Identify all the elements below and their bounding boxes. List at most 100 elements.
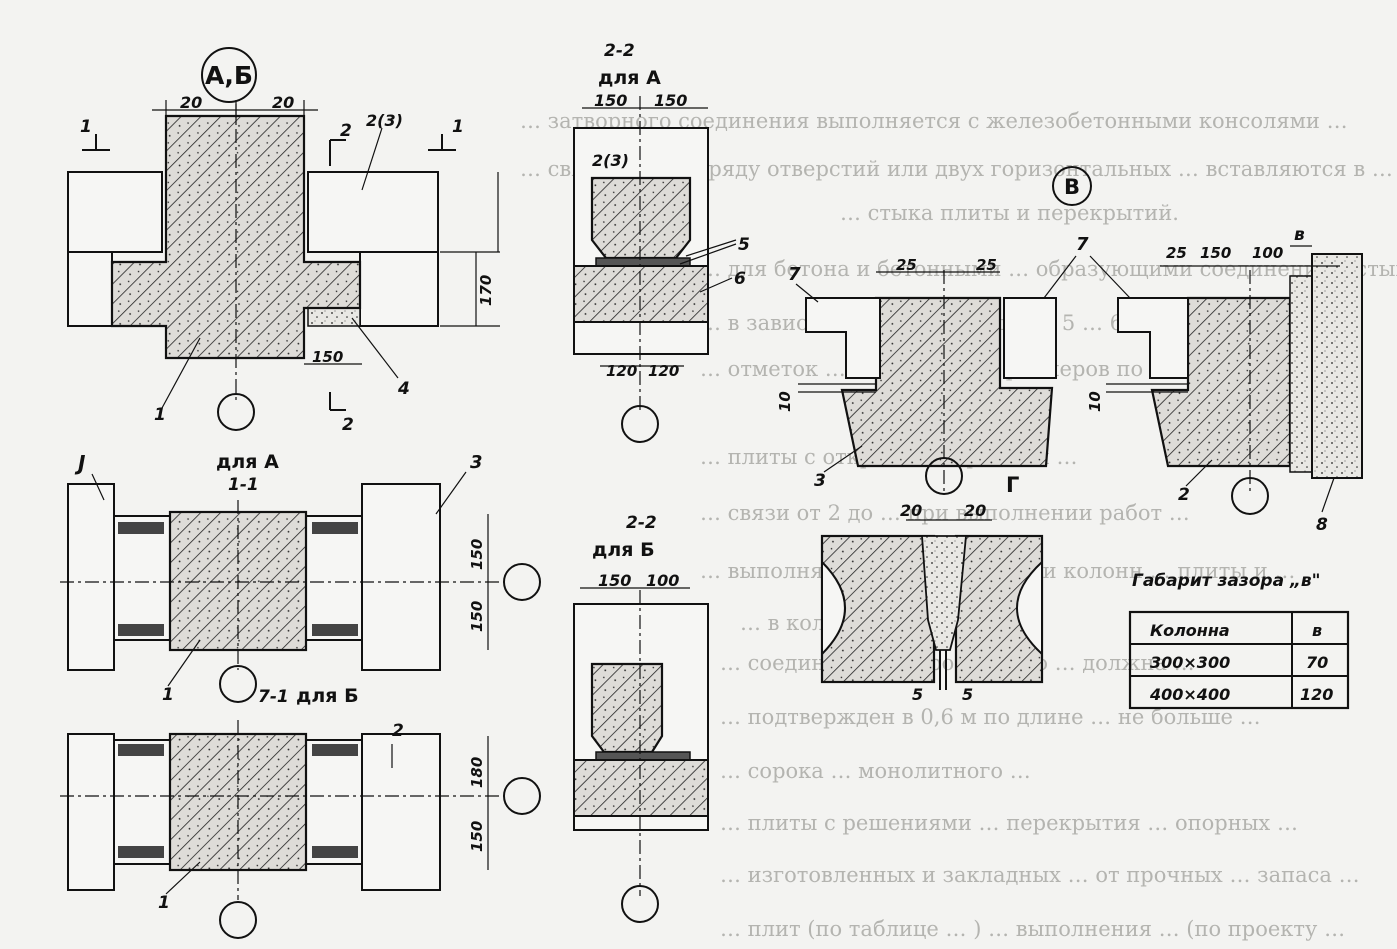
mark-2-3-a: 2(3) [592, 151, 629, 170]
grid-axis-circle-plan-b-right [503, 777, 541, 815]
gap-table-header-v: в [1312, 621, 1322, 640]
section-ab-badge [201, 47, 257, 103]
grid-axis-circle-plan-a-right [503, 563, 541, 601]
grid-axis-circle-b [621, 885, 659, 923]
console-a [573, 265, 709, 323]
plan-insert-r2 [312, 624, 358, 636]
dim-150-plan-a2: 150 [468, 601, 486, 632]
gap-table: Габарит зазора „в" Колонна в 300×300 70 … [1128, 571, 1350, 710]
mark-5-a: 5 [738, 235, 750, 255]
detail-1-1-a: для А 1-1 150 150 J 3 1 [60, 451, 541, 705]
mark-5-g-right: 5 [962, 685, 973, 704]
bg-line-13: … плиты с решениями … перекрытия … опорн… [720, 811, 1298, 835]
bg-line-2: … стыка плиты и перекрытий. [840, 201, 1179, 225]
slab-left [67, 171, 163, 253]
dim-170: 170 [477, 275, 495, 306]
dim-180-plan-b: 180 [468, 757, 486, 788]
gap-table-row-1-col: 400×400 [1149, 685, 1230, 704]
dim-150-a-right: 150 [654, 91, 687, 110]
detail-2-2-b: 2-2 для Б 150 100 [573, 513, 709, 923]
section-ab-label: А,Б [205, 61, 253, 90]
plan-slab-right [361, 483, 441, 671]
dim-150-elev: 150 [312, 348, 343, 366]
bg-line-15: … плит (по таблице … ) … выполнения … (п… [720, 917, 1345, 941]
planb-insert-l2 [118, 846, 164, 858]
mark-3-v: 3 [814, 471, 826, 491]
slab-right [307, 171, 439, 253]
for-b-title: для Б [592, 539, 655, 561]
cut-mark-2-bottom: 2 [342, 415, 354, 435]
cut-mark-1-left: 1 [80, 117, 92, 137]
planb-slab-right [361, 733, 441, 891]
dim-150-plan-b: 150 [468, 821, 486, 852]
planb-insert-r1 [312, 744, 358, 756]
v-hollow-slab-right [1117, 297, 1189, 379]
plan-slab-left [67, 483, 115, 671]
dim-25-v-left: 25 [896, 256, 917, 274]
gap-table-row-0-v: 70 [1306, 653, 1328, 672]
detail-g: Г 20 20 5 5 [820, 473, 1044, 704]
gap-table-row-0-col: 300×300 [1150, 653, 1230, 672]
grid-axis-circle-plan-b-bottom [219, 901, 257, 939]
planb-insert-r2 [312, 846, 358, 858]
console-b [573, 759, 709, 817]
plan-insert-l1 [118, 522, 164, 534]
plan-rib-right [305, 515, 363, 641]
cut-2-2-a-title: 2-2 [604, 41, 635, 61]
gap-table-frame [1128, 610, 1350, 710]
mark-7-left: 7 [788, 264, 801, 285]
grid-axis-circle-v-left [925, 457, 963, 495]
g-void-right [1016, 559, 1043, 657]
beam-section-b [590, 662, 664, 754]
dim-25-v-right: 25 [1166, 244, 1187, 262]
planb-insert-l1 [118, 744, 164, 756]
gap-table-title: Габарит зазора „в" [1132, 571, 1321, 591]
v-wall-panel [1311, 253, 1363, 479]
g-grout-key [921, 535, 967, 651]
mark-v-gap: в [1294, 225, 1305, 245]
detail-v: В 25 25 7 7 10 3 25 150 100 в 10 2 [776, 166, 1363, 535]
mark-2-3-label: 2(3) [366, 111, 403, 130]
planb-rib-right [305, 739, 363, 865]
cut-mark-1-right: 1 [452, 117, 464, 137]
detail-ab-elevation: 20 20 1 1 2 2 2(3) 1 4 170 150 А,Б [67, 47, 500, 435]
beam-section-a [590, 176, 692, 260]
steel-plate-b [595, 751, 691, 761]
grid-axis-circle-a [621, 405, 659, 443]
dim-150-plan-a1: 150 [468, 539, 486, 570]
bg-line-12: … сорока … монолитного … [720, 759, 1031, 783]
mark-1-plan-b: 1 [158, 893, 170, 913]
mark-8-v: 8 [1316, 515, 1328, 535]
dim-150-a-left: 150 [594, 91, 627, 110]
mark-7-center: 7 [1076, 234, 1089, 255]
mark-3-plan-label: 3 [470, 452, 483, 473]
dim-10-right: 10 [1086, 391, 1104, 412]
dim-150-v-right: 150 [1200, 244, 1231, 262]
mark-1-plan-a: 1 [162, 685, 174, 705]
dim-100-v-right: 100 [1252, 244, 1283, 262]
section-v-badge [1052, 166, 1092, 206]
planb-slab-left [67, 733, 115, 891]
planb-rib-left [113, 739, 171, 865]
cut-mark-2-top: 2 [340, 121, 352, 141]
v-gap-grout [1289, 275, 1313, 473]
mark-2-plan-b: 2 [392, 721, 404, 741]
mark-1-label: 1 [154, 405, 166, 425]
cut-2-2-b-title: 2-2 [626, 513, 657, 533]
detail-1-1-b: 7-1 для Б 180 150 2 1 [60, 685, 541, 939]
plan-insert-r1 [312, 522, 358, 534]
bg-line-3: … для бетона и бетонными … образующими с… [700, 257, 1397, 281]
for-a-title: для А [598, 67, 661, 89]
dim-120-right: 120 [648, 362, 679, 380]
gap-table-row-1-v: 120 [1300, 685, 1333, 704]
dim-120-left: 120 [606, 362, 637, 380]
section-v-label: В [1064, 175, 1080, 199]
dim-20-left: 20 [180, 93, 202, 112]
cut-1-1-title: 1-1 [228, 475, 259, 495]
section-g-label: Г [1006, 473, 1019, 497]
dim-20-g-left: 20 [900, 501, 922, 520]
bg-line-7: … связи от 2 до … при выполнении работ … [700, 501, 1190, 525]
v-joint-left [840, 296, 1054, 468]
dim-150-b: 150 [598, 571, 631, 590]
